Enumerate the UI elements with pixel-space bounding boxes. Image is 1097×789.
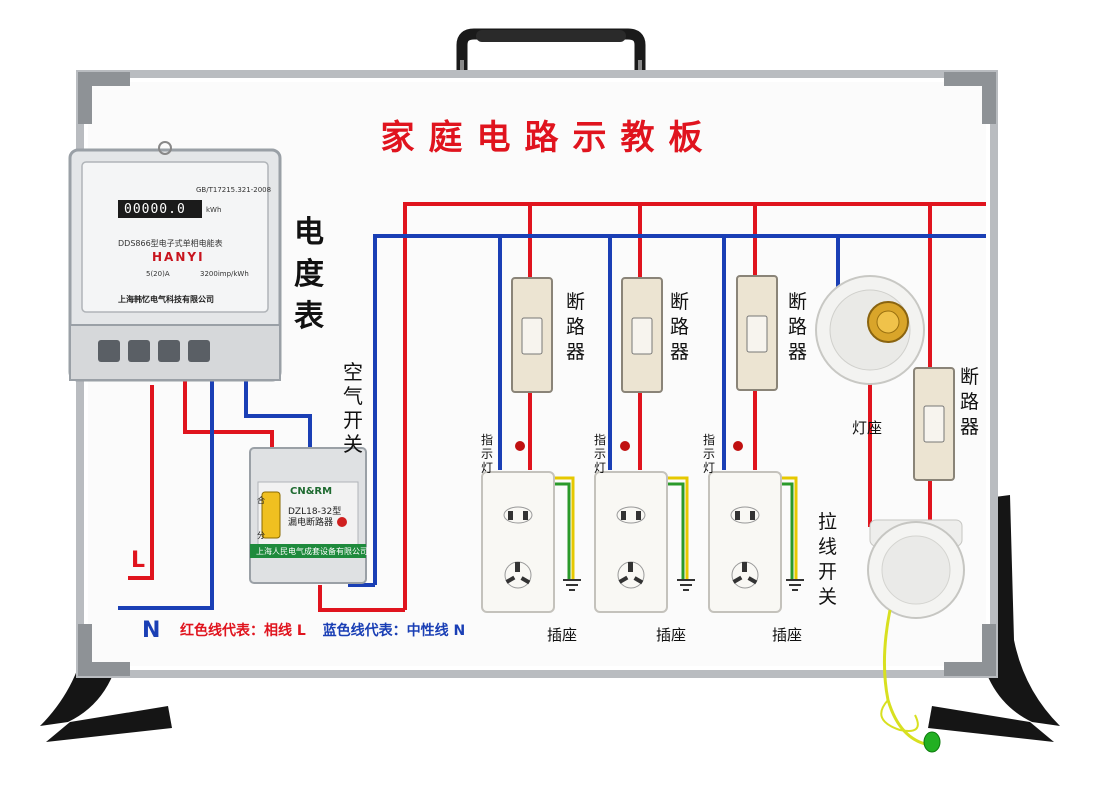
pull-cord-icon[interactable] xyxy=(880,609,941,753)
rcd-off-label: 分 xyxy=(257,531,265,540)
breaker-2-label: 断路器 xyxy=(670,291,690,363)
ground-symbols xyxy=(563,579,804,591)
rcd-model: DZL18-32型 xyxy=(288,507,342,517)
indicator-2-label: 指示灯 xyxy=(594,433,607,475)
socket-1-label: 插座 xyxy=(547,626,578,644)
socket-3-label: 插座 xyxy=(772,626,803,644)
breaker-4-toggle[interactable] xyxy=(923,405,945,443)
breaker-4-label: 断路器 xyxy=(960,366,980,438)
frame-corners xyxy=(78,72,996,676)
breaker-1 xyxy=(511,277,553,393)
indicator-1-label: 指示灯 xyxy=(481,433,494,475)
pull-switch-label: 拉线开关 xyxy=(818,511,838,608)
wire-legend: 红色线代表：相线 L 蓝色线代表：中性线 N xyxy=(180,620,465,640)
socket-3[interactable] xyxy=(708,471,782,613)
residual-current-breaker xyxy=(249,447,367,584)
electricity-meter xyxy=(68,141,282,382)
rcd-brand: CN&RM xyxy=(290,486,333,497)
breaker-2 xyxy=(621,277,663,393)
meter-reading: 00000.0 xyxy=(124,202,186,217)
socket-2[interactable] xyxy=(594,471,668,613)
meter-brand: HANYI xyxy=(152,250,205,264)
board-title: 家庭电路示教板 xyxy=(380,118,717,158)
indicator-3-label: 指示灯 xyxy=(703,433,716,475)
indicator-lamp-1 xyxy=(515,441,525,451)
socket-2-label: 插座 xyxy=(656,626,687,644)
breaker-4 xyxy=(913,367,955,481)
lamp-holder-label: 灯座 xyxy=(852,419,883,437)
breaker-3-label: 断路器 xyxy=(788,291,808,363)
legend-phase: 红色线代表：相线 L xyxy=(180,623,306,639)
air-switch-label: 空气开关 xyxy=(343,360,363,456)
meter-maker: 上海韩忆电气科技有限公司 xyxy=(118,295,214,304)
socket-1[interactable] xyxy=(481,471,555,613)
meter-standard: GB/T17215.321-2008 xyxy=(196,186,272,194)
meter-constant: 3200imp/kWh xyxy=(200,270,249,278)
rcd-on-label: 合 xyxy=(257,496,265,505)
meter-model: DDS866型电子式单相电能表 xyxy=(118,239,223,248)
rcd-test-button[interactable] xyxy=(337,517,347,527)
neutral-wires xyxy=(118,234,986,610)
breaker-3-toggle[interactable] xyxy=(746,315,768,353)
lamp-holder-icon[interactable] xyxy=(815,275,925,385)
earth-wires xyxy=(555,476,798,580)
breaker-1-label: 断路器 xyxy=(566,291,586,363)
phase-marker: L xyxy=(131,548,146,573)
meter-display xyxy=(118,200,202,218)
meter-unit: kWh xyxy=(206,206,222,214)
indicator-lamp-3 xyxy=(733,441,743,451)
meter-terminals xyxy=(98,340,210,362)
rcd-name: 漏电断路器 xyxy=(288,518,334,528)
pull-switch[interactable] xyxy=(867,519,965,619)
rcd-toggle[interactable] xyxy=(261,491,281,539)
rcd-maker: 上海人民电气成套设备有限公司 xyxy=(256,547,368,556)
breaker-1-toggle[interactable] xyxy=(521,317,543,355)
meter-rating: 5(20)A xyxy=(146,270,170,278)
breaker-3 xyxy=(736,275,778,391)
breaker-2-toggle[interactable] xyxy=(631,317,653,355)
meter-label: 电度表 xyxy=(294,215,324,334)
indicator-lamp-2 xyxy=(620,441,630,451)
neutral-marker: N xyxy=(142,618,161,643)
legend-neutral: 蓝色线代表：中性线 N xyxy=(322,623,466,639)
